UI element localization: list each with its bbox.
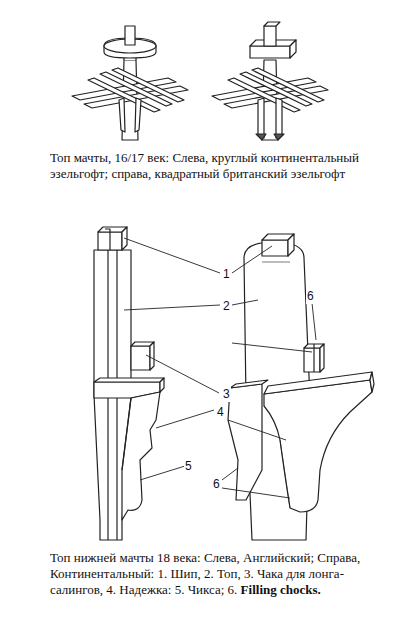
callout-number: 6 <box>212 476 221 492</box>
leader-lines <box>124 238 316 498</box>
caption-term: Filling chocks. <box>241 582 321 597</box>
mast-top-round-cap <box>72 26 188 140</box>
english-mast-top <box>94 227 164 540</box>
callout-number: 1 <box>222 266 231 282</box>
figure-caption: Топ мачты, 16/17 век: Слева, круглый кон… <box>50 150 395 182</box>
callout-number: 5 <box>184 458 193 474</box>
callout-number: 6 <box>306 288 315 304</box>
callout-number: 2 <box>222 298 231 314</box>
callout-number: 4 <box>216 404 225 420</box>
callout-number: 3 <box>222 386 231 402</box>
mast-top-square-cap <box>212 22 328 140</box>
figure-caption-block: Топ нижней мачты 18 века: Слева, Английс… <box>50 550 395 598</box>
continental-mast-top <box>228 234 374 540</box>
